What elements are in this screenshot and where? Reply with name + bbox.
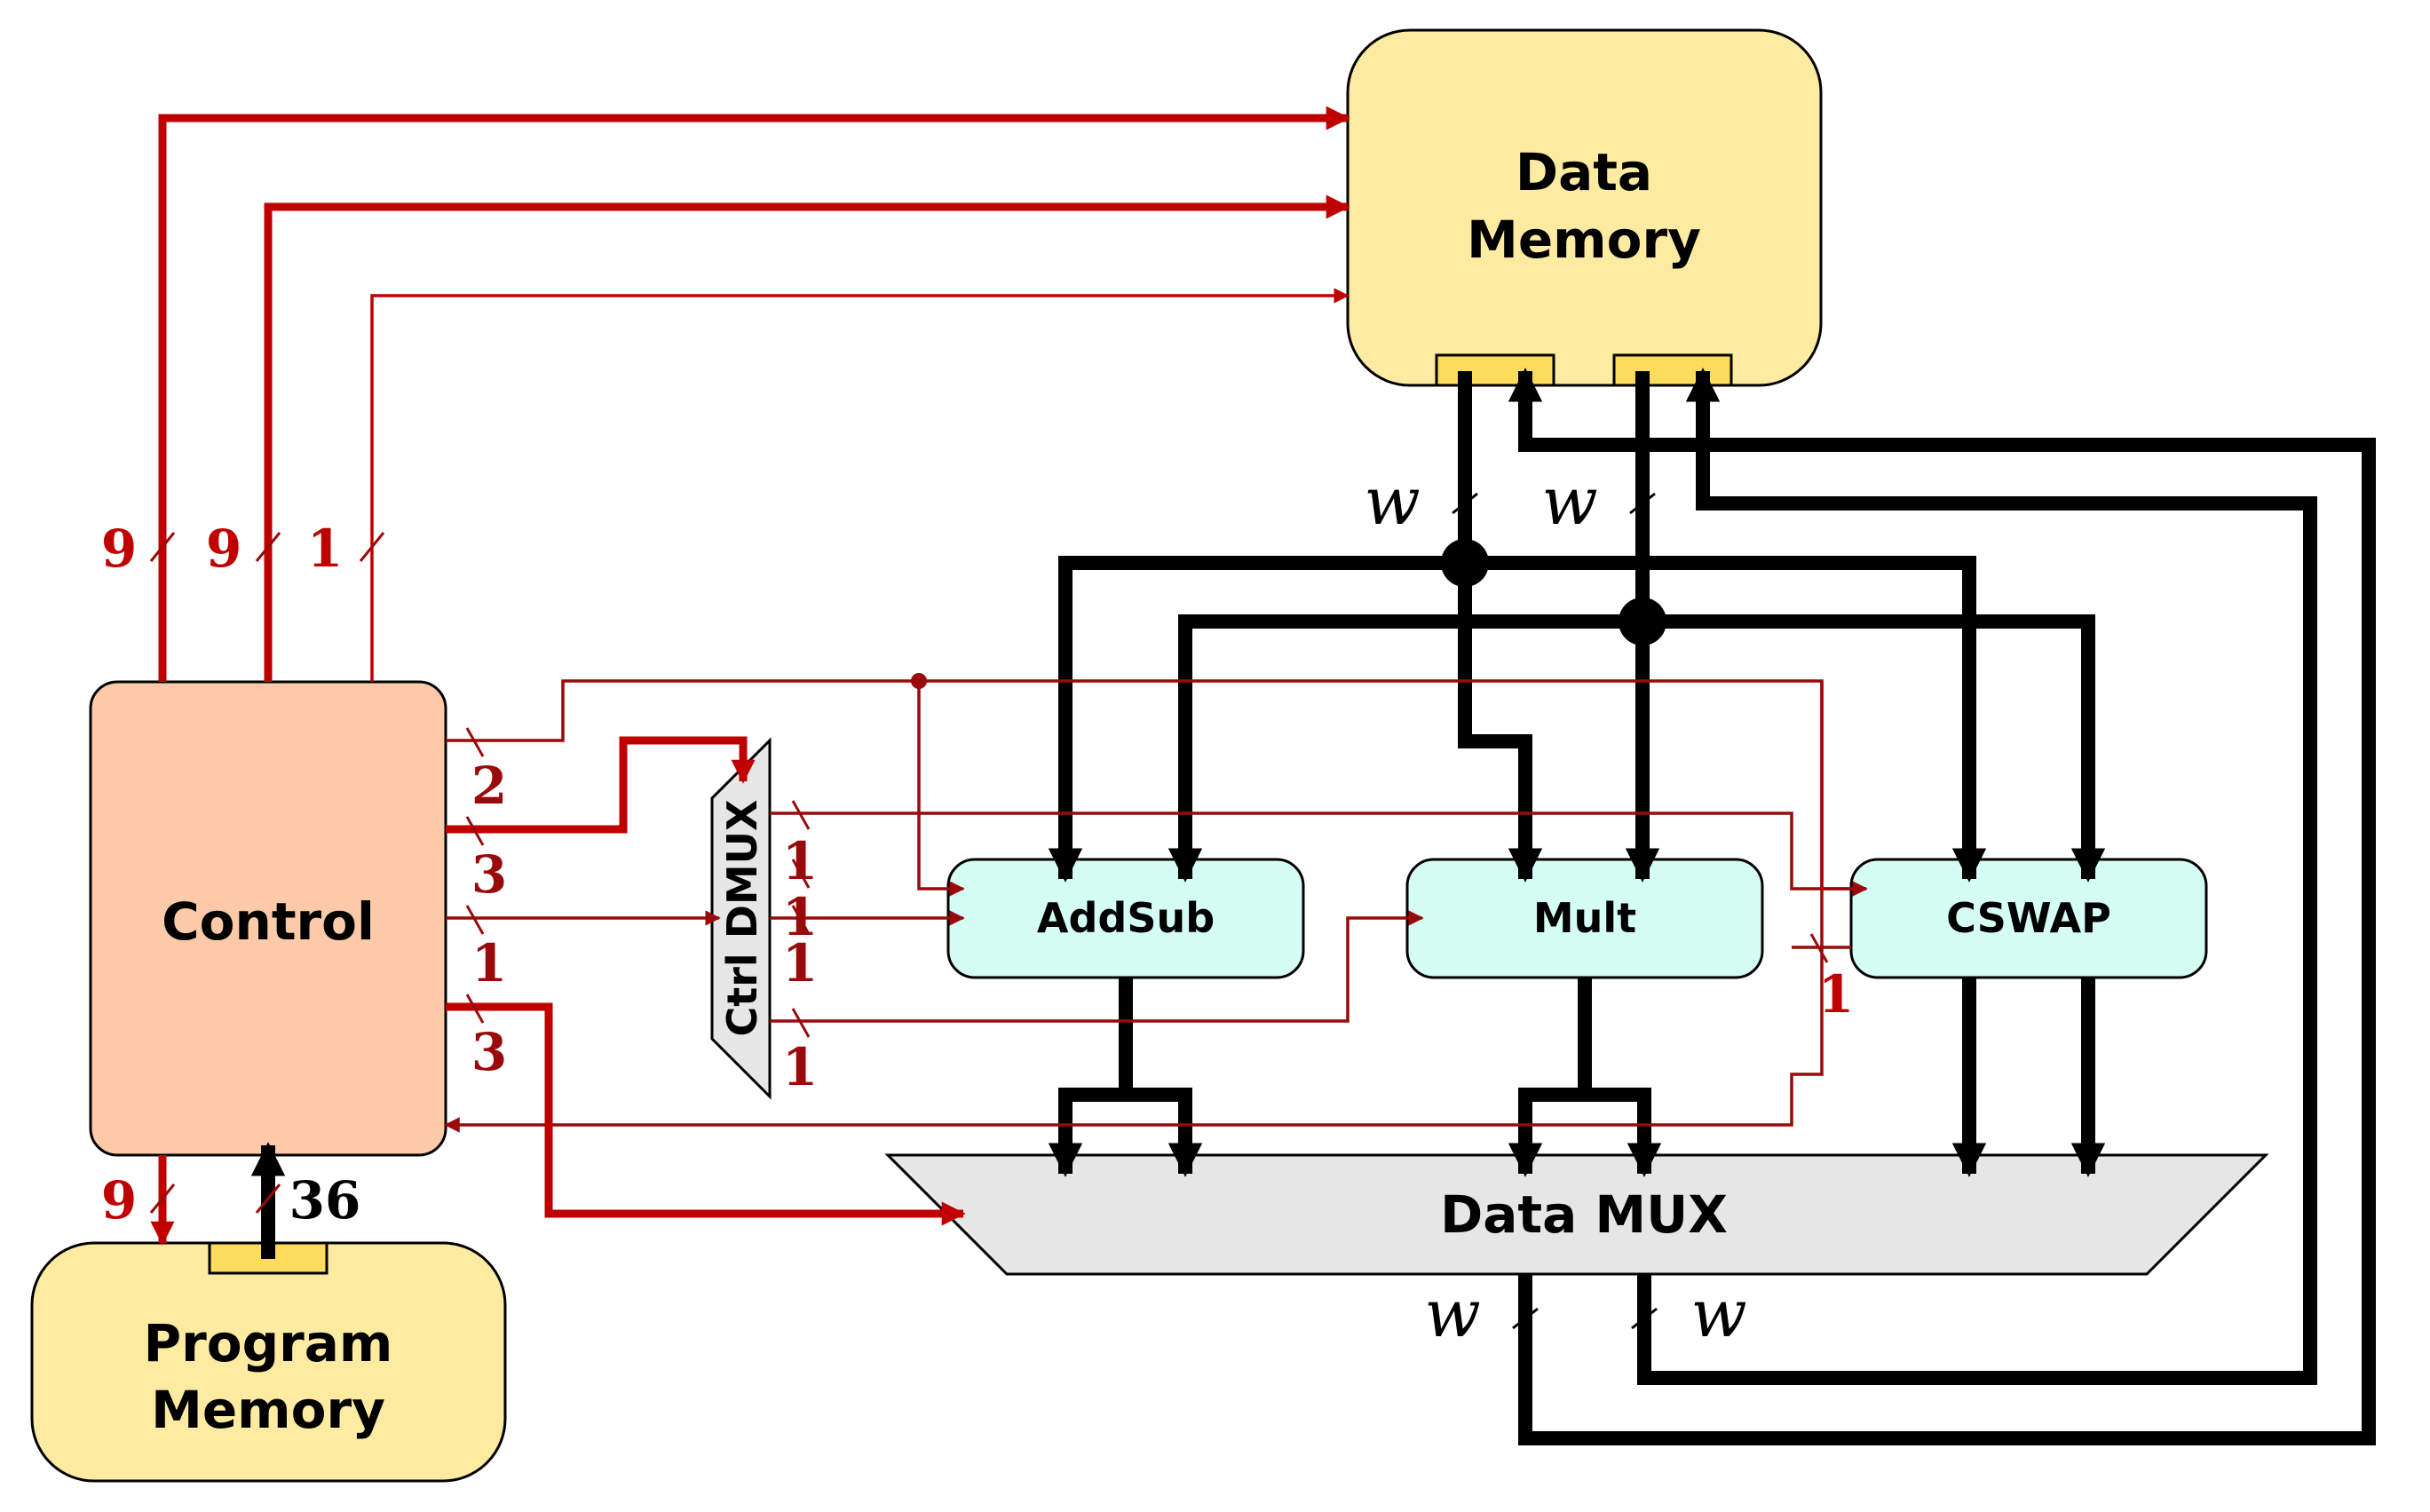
mult-label: Mult xyxy=(1533,894,1636,942)
tick-addr2 xyxy=(255,532,281,562)
tick-addr1 xyxy=(149,532,176,562)
label-dmux-1b: 1 xyxy=(782,933,818,993)
ctl-3b-line xyxy=(446,1002,966,1226)
tick-dmux-2 xyxy=(791,859,811,889)
mux-writeback-1 xyxy=(1508,368,2376,1445)
label-addr1: 9 xyxy=(101,519,137,579)
junction-dot-2 xyxy=(1619,598,1666,645)
dmux-out-3-line xyxy=(770,910,1424,1023)
label-ctl-3b: 3 xyxy=(471,1022,507,1082)
mult-out-right xyxy=(1585,1088,1662,1177)
addsub-out-left xyxy=(1048,1088,1126,1177)
tick-dm-out1 xyxy=(1452,492,1478,515)
label-ctl-2: 2 xyxy=(471,756,507,816)
program-memory-label-2: Memory xyxy=(151,1380,385,1440)
ctl-3a-line xyxy=(446,736,756,834)
mult-out-left xyxy=(1508,1088,1585,1177)
label-dmux-1c: 1 xyxy=(782,887,818,947)
label-dmux-1d: 1 xyxy=(782,1037,818,1097)
junction-dot-1 xyxy=(1441,539,1489,587)
tick-dmux-1 xyxy=(791,800,811,830)
tick-dm-out2 xyxy=(1629,492,1656,515)
data-memory-label-1: Data xyxy=(1516,142,1652,202)
addsub-label: AddSub xyxy=(1037,894,1215,942)
ctrl-dmux-label: Ctrl DMUX xyxy=(718,800,766,1037)
tick-ctl-1 xyxy=(465,905,485,935)
dm-read2-to-addsub xyxy=(1168,614,1642,883)
tick-dmux-3 xyxy=(791,905,811,935)
control-label: Control xyxy=(162,891,375,952)
label-pm-addr: 9 xyxy=(101,1170,137,1231)
dm-address-1-line xyxy=(158,106,1350,682)
mult-block: Mult xyxy=(1405,858,1764,979)
tick-ctl-3a xyxy=(465,816,485,846)
tick-mux-out2 xyxy=(1631,1307,1658,1330)
tick-ctl-2 xyxy=(465,727,485,757)
data-memory-port-2 xyxy=(1612,353,1733,387)
data-mux-block: Data MUX xyxy=(884,1153,2269,1276)
addsub-block: AddSub xyxy=(946,858,1305,979)
control-block: Control xyxy=(89,680,447,1157)
label-ctl-1: 1 xyxy=(471,933,507,993)
label-dm-out1-width: w xyxy=(1364,463,1420,540)
mux-writeback-2 xyxy=(1637,368,2317,1385)
label-we: 1 xyxy=(307,519,343,579)
tick-pm xyxy=(149,1183,176,1214)
ctl-to-cswap-line xyxy=(1820,681,1868,897)
tick-cswap xyxy=(1809,933,1829,963)
tick-instr xyxy=(255,1183,281,1214)
label-mux-out1-width: w xyxy=(1424,1276,1480,1352)
dm-read2-to-cswap xyxy=(1642,614,2106,883)
dmux-out-1-line xyxy=(770,811,1868,897)
tick-ctl-3b xyxy=(465,993,485,1024)
addsub-out-right xyxy=(1126,1088,1203,1177)
program-memory-block: Program Memory xyxy=(30,1241,507,1483)
dm-address-2-line xyxy=(264,194,1350,682)
data-memory-block: Data Memory xyxy=(1346,28,1823,387)
label-ctl-3a: 3 xyxy=(471,844,507,905)
cswap-block: CSWAP xyxy=(1849,858,2208,979)
label-dm-out2-width: w xyxy=(1541,463,1597,540)
label-dmux-1a: 1 xyxy=(782,831,818,891)
label-addr2: 9 xyxy=(206,519,241,579)
data-mux-label: Data MUX xyxy=(1440,1184,1728,1245)
control-junction-dot xyxy=(911,673,927,689)
dm-write-enable-line xyxy=(370,288,1350,682)
label-mux-out2-width: w xyxy=(1690,1276,1746,1352)
tick-we xyxy=(359,532,385,562)
ctrl-dmux-block: Ctrl DMUX xyxy=(710,737,772,1100)
data-memory-label-2: Memory xyxy=(1467,210,1701,270)
tick-dmux-4 xyxy=(791,1008,811,1038)
ctl-to-addsub-line xyxy=(917,681,965,897)
program-memory-label-1: Program xyxy=(144,1313,393,1373)
label-instr: 36 xyxy=(289,1170,361,1231)
data-memory-port-1 xyxy=(1435,353,1555,387)
dm-read1-to-cswap xyxy=(1465,556,1987,883)
tick-mux-out1 xyxy=(1512,1307,1539,1330)
label-cswap-1: 1 xyxy=(1818,964,1854,1025)
cswap-label: CSWAP xyxy=(1946,894,2111,942)
dm-read1-to-addsub xyxy=(1048,556,1465,883)
